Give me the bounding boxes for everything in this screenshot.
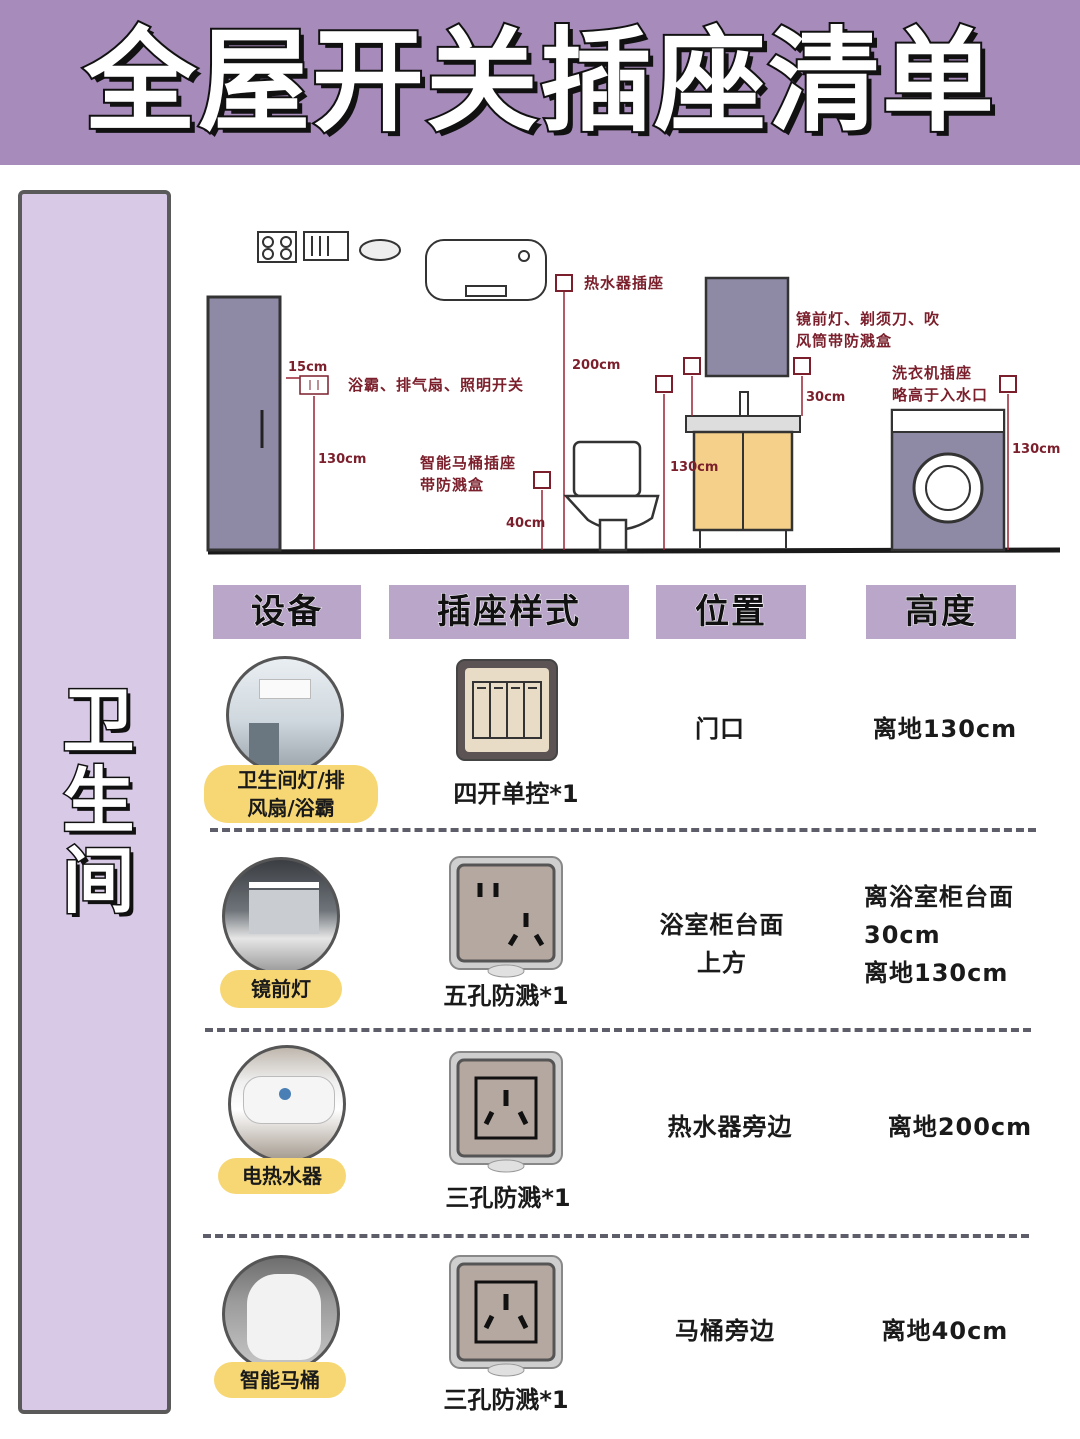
- device-line1-row2: 镜前灯: [251, 977, 311, 1001]
- door-icon: [206, 295, 282, 552]
- smart-toilet-photo: [222, 1255, 340, 1373]
- mirror-light-photo: [222, 857, 340, 975]
- header-height: 高度: [866, 585, 1016, 639]
- device-line1-row1: 卫生间灯/排: [237, 768, 345, 792]
- switch-note-label: 浴霸、排气扇、照明开关: [348, 376, 525, 394]
- device-label-row4: 智能马桶: [214, 1362, 346, 1398]
- style-label-row3: 三孔防溅*1: [445, 1184, 571, 1212]
- header-socket-style: 插座样式: [389, 585, 629, 639]
- device-label-row1: 卫生间灯/排 风扇/浴霸: [204, 765, 378, 823]
- three-hole-splashproof-socket-icon-row3: [449, 1051, 563, 1173]
- room-label-char-2: 生: [61, 759, 136, 843]
- row-divider-2: [205, 1028, 1031, 1032]
- mirror-icon: [704, 276, 790, 378]
- position-row2-line2: 上方: [697, 949, 747, 977]
- height-row1: 离地130cm: [872, 715, 1018, 743]
- washer-socket-icon: [999, 375, 1017, 393]
- toilet-note-line2: 带防溅盒: [420, 476, 485, 494]
- device-line1-row3: 电热水器: [242, 1164, 322, 1188]
- vanity-top: [685, 415, 801, 433]
- mirror-note-line2: 风筒带防溅盒: [796, 332, 893, 350]
- switch-offset-label: 15cm: [288, 360, 328, 375]
- bathroom-elevation-diagram: 热水器插座 镜前灯、剃须刀、吹 风筒带防溅盒 15cm 浴霸、排气扇、照明开关 …: [200, 220, 1070, 565]
- room-label-char-3: 间: [61, 839, 136, 923]
- height-row4: 离地40cm: [881, 1317, 1009, 1345]
- height-row2-line1: 离浴室柜台面: [864, 883, 1014, 911]
- height-40-label: 40cm: [506, 516, 546, 531]
- style-label-row4: 三孔防溅*1: [443, 1386, 569, 1414]
- switch-box-icon: [299, 375, 329, 395]
- header-position: 位置: [656, 585, 806, 639]
- toilet-icon: [572, 440, 642, 498]
- washer-note-line1: 洗衣机插座: [892, 364, 973, 382]
- toilet-note-line1: 智能马桶插座: [420, 454, 517, 472]
- height-200-label: 200cm: [572, 358, 621, 373]
- heater-socket-label: 热水器插座: [584, 274, 665, 292]
- height-130-left-label: 130cm: [318, 452, 367, 467]
- bathroom-light-photo: [226, 656, 344, 774]
- four-gang-switch-icon: [456, 659, 558, 761]
- height-row2-line3: 离地130cm: [864, 959, 1009, 987]
- room-label-char-1: 卫: [61, 679, 136, 763]
- vanity-side-socket-icon: [655, 375, 673, 393]
- page-title: 全屋开关插座清单: [82, 15, 996, 149]
- style-label-row2: 五孔防溅*1: [443, 982, 569, 1010]
- style-label-row1: 四开单控*1: [453, 780, 579, 808]
- height-row2-line2: 30cm: [864, 921, 941, 949]
- water-heater-photo: [228, 1045, 346, 1163]
- room-side-panel: 卫 生 间: [18, 190, 171, 1414]
- position-row3: 热水器旁边: [667, 1113, 793, 1141]
- position-row2-line1: 浴室柜台面: [659, 911, 785, 939]
- mirror-gap-label: 30cm: [806, 390, 846, 405]
- position-row4: 马桶旁边: [675, 1317, 775, 1345]
- title-banner: 全屋开关插座清单: [0, 0, 1080, 165]
- diagram-drawing: [206, 231, 1061, 555]
- device-line2-row1: 风扇/浴霸: [247, 796, 335, 820]
- exhaust-fan-icon: [303, 231, 349, 261]
- position-row1: 门口: [695, 715, 745, 743]
- five-hole-splashproof-socket-icon: [449, 856, 563, 978]
- height-row3: 离地200cm: [887, 1113, 1033, 1141]
- mirror-socket-left-icon: [683, 357, 701, 375]
- row-divider-1: [210, 828, 1036, 832]
- device-line1-row4: 智能马桶: [240, 1368, 320, 1392]
- header-device: 设备: [213, 585, 361, 639]
- device-label-row3: 电热水器: [218, 1158, 346, 1194]
- row-divider-3: [203, 1234, 1029, 1238]
- device-label-row2: 镜前灯: [220, 970, 342, 1008]
- three-hole-splashproof-socket-icon-row4: [449, 1255, 563, 1377]
- height-130-right-label: 130cm: [1012, 442, 1061, 457]
- heater-socket-icon: [555, 274, 573, 292]
- ceiling-light-icon: [359, 239, 401, 261]
- mirror-note-line1: 镜前灯、剃须刀、吹: [796, 310, 941, 328]
- mirror-socket-right-icon: [793, 357, 811, 375]
- water-heater-icon: [425, 239, 547, 301]
- toilet-socket-icon: [533, 471, 551, 489]
- washer-note-line2: 略高于入水口: [892, 386, 989, 404]
- height-130-mid-label: 130cm: [670, 460, 719, 475]
- bath-heater-icon: [257, 231, 297, 263]
